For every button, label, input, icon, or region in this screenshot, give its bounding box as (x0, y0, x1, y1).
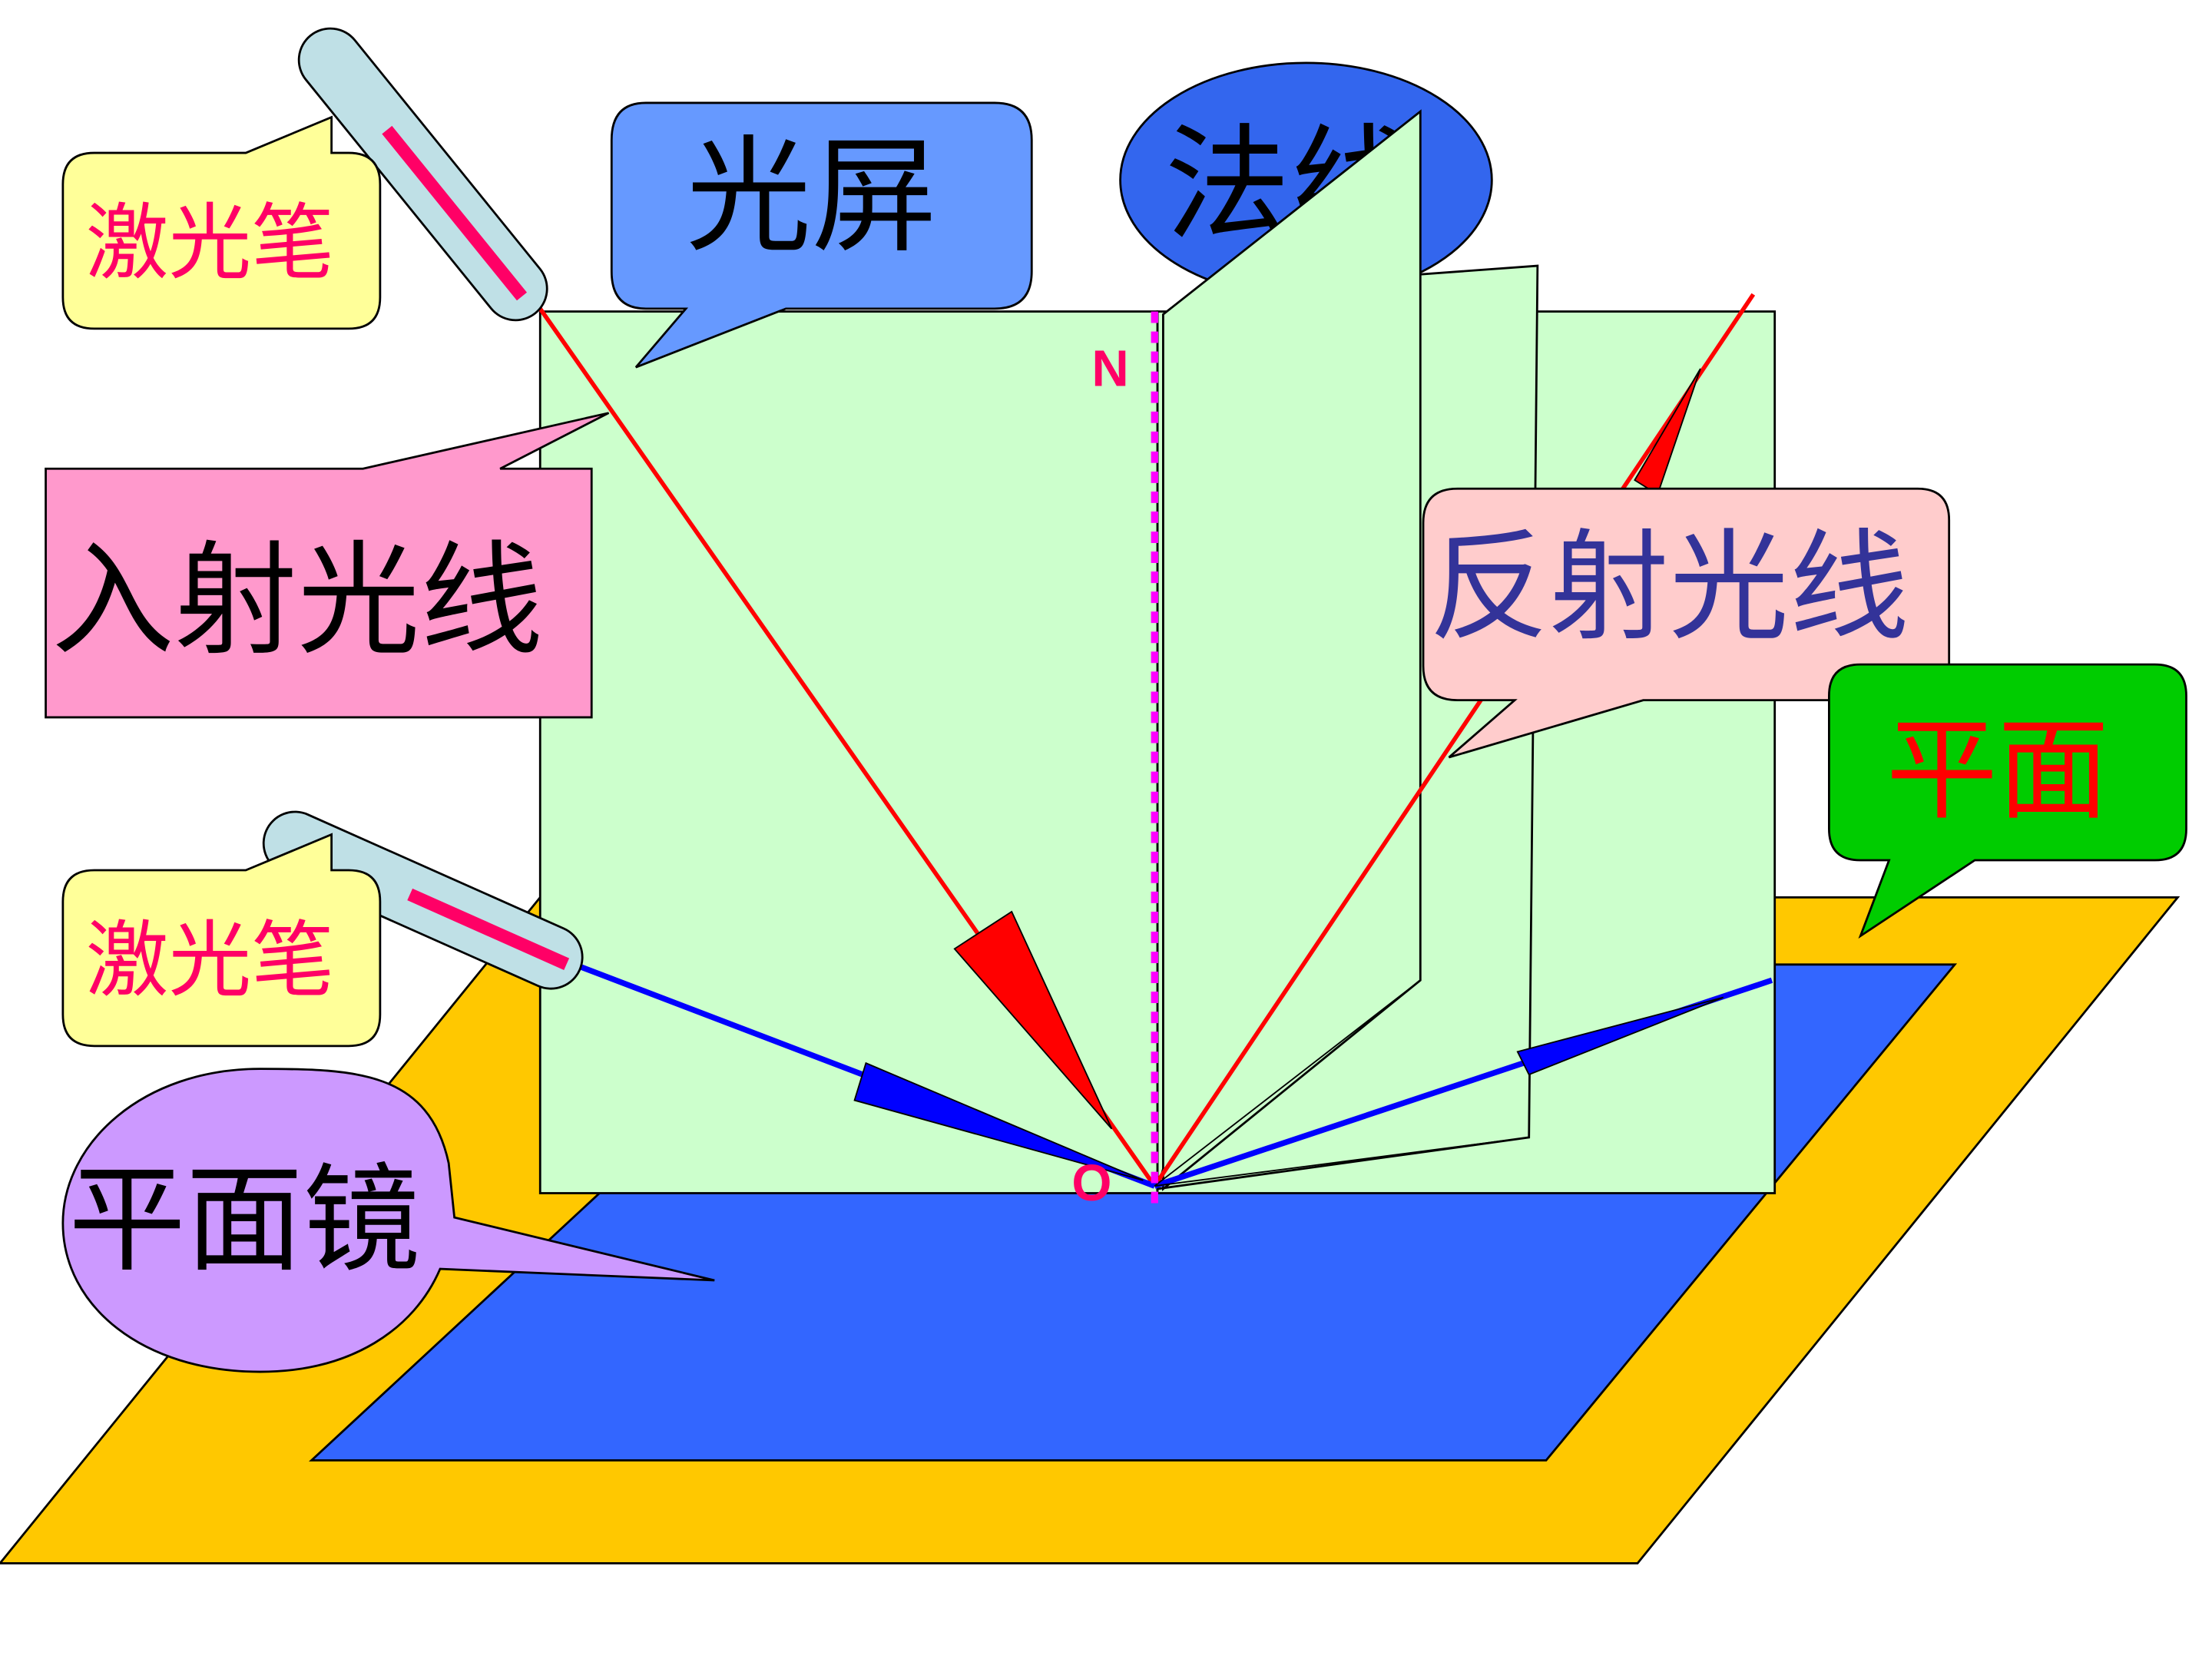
incident-ray-red (538, 307, 1157, 1187)
callout-laser-pen-top: 激光笔 (61, 115, 382, 330)
plane-mirror-label: 平面镜 (68, 1151, 420, 1288)
laser-pen-bottom-label: 激光笔 (86, 912, 335, 1008)
fold-edge-line (1154, 1137, 1529, 1187)
plane-label: 平面 (1886, 706, 2109, 836)
point-n-label: N (1091, 339, 1128, 397)
laser-pen-bottom (262, 810, 584, 990)
callout-plane: 平面 (1828, 663, 2187, 939)
fold-edge-line (1154, 979, 1421, 1187)
incident-ray-red-arrow (953, 910, 1113, 1130)
callout-laser-pen-bottom: 激光笔 (61, 833, 382, 1048)
reflected-ray-red (1152, 293, 1756, 1187)
incident-ray-blue-arrow (853, 1061, 1144, 1181)
reflected-ray-blue-arrow (1516, 996, 1724, 1076)
laser-pen-top (297, 27, 548, 322)
callout-plane-mirror: 平面镜 (61, 1068, 715, 1373)
reflected-ray-red-arrow (1634, 368, 1701, 496)
point-o-label: O (1071, 1154, 1111, 1212)
incident-ray-label: 入射光线 (51, 528, 543, 672)
callout-reflected-ray: 反射光线 (1422, 487, 1951, 759)
callout-incident-ray: 入射光线 (45, 412, 610, 719)
reflected-ray-label: 反射光线 (1429, 518, 1909, 657)
reflected-ray-blue (1154, 977, 1773, 1189)
laser-pen-top-label: 激光笔 (86, 195, 335, 291)
light-screen-label: 光屏 (686, 124, 937, 270)
callout-light-screen: 光屏 (610, 101, 1033, 369)
